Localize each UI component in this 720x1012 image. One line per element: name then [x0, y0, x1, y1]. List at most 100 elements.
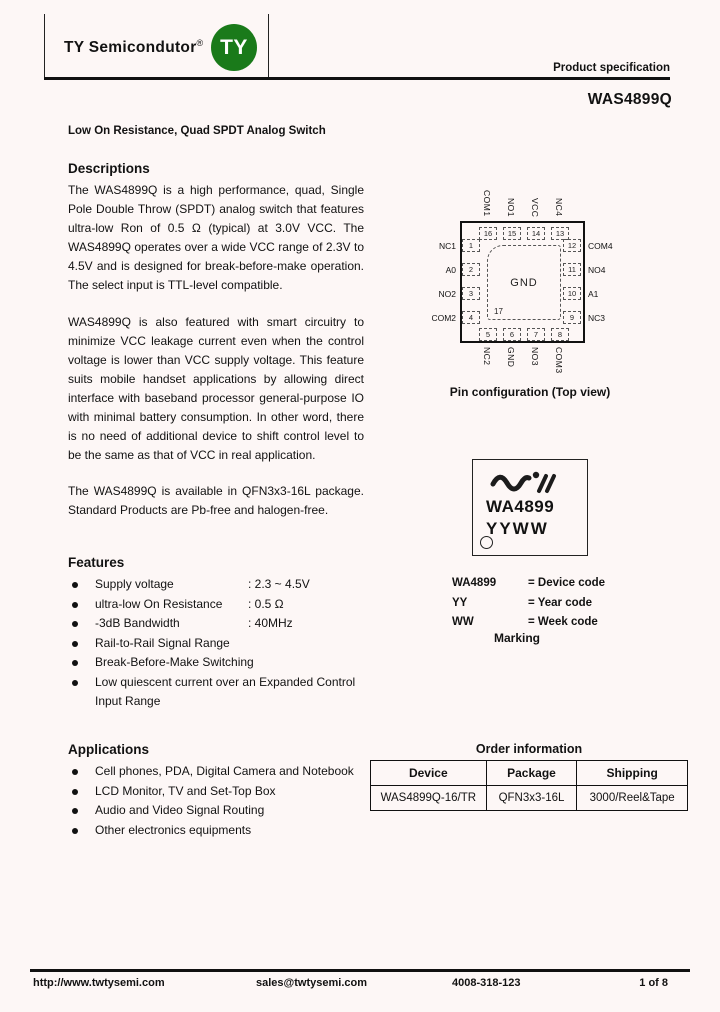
pin-box: 10 — [563, 287, 581, 300]
bullet-icon — [72, 621, 78, 627]
bullet-icon — [72, 808, 78, 814]
pin-box: 7 — [527, 328, 545, 341]
brand-logo: TY — [211, 24, 257, 71]
pin-box: 14 — [527, 227, 545, 240]
page-subtitle: Low On Resistance, Quad SPDT Analog Swit… — [68, 125, 326, 137]
pin-label: COM2 — [431, 313, 456, 323]
chip-body — [460, 221, 585, 343]
description-paragraph: WAS4899Q is also featured with smart cir… — [68, 315, 364, 462]
logo-left-divider — [44, 14, 45, 77]
pin-box: 2 — [462, 263, 480, 276]
table-header-row: Device Package Shipping — [370, 760, 688, 786]
pin-label: NO4 — [588, 265, 606, 275]
pin-label: NO1 — [506, 198, 516, 217]
bullet-icon — [72, 788, 78, 795]
marking-device-code: WA4899 — [486, 497, 555, 516]
pin-label: VCC — [530, 197, 540, 217]
pin-label: A1 — [588, 289, 599, 299]
descriptions-body: The WAS4899Q is a high performance, quad… — [68, 181, 364, 538]
pin-top-labels: COM1 NO1 VCC NC4 — [420, 183, 700, 219]
application-label: LCD Monitor, TV and Set-Top Box — [95, 783, 276, 798]
application-item: Other electronics equipments — [68, 821, 368, 841]
brand-logo-monogram: TY — [220, 35, 248, 59]
footer-page-number: 1 of 8 — [639, 977, 668, 989]
exposed-pad: GND 17 — [487, 245, 561, 320]
application-item: LCD Monitor, TV and Set-Top Box — [68, 782, 368, 802]
footer-website-link[interactable]: http://www.twtysemi.com — [33, 977, 165, 989]
feature-item: -3dB Bandwidth: 40MHz — [68, 614, 368, 634]
pin-label: COM3 — [554, 347, 564, 374]
column-header-shipping: Shipping — [576, 760, 688, 786]
pad-pin-number: 17 — [494, 307, 503, 316]
part-number: WAS4899Q — [587, 91, 672, 108]
pin-box: 11 — [563, 263, 581, 276]
feature-value: : 0.5 Ω — [248, 596, 284, 611]
pin-box: 9 — [563, 311, 581, 324]
pin-label: NC1 — [438, 241, 456, 251]
feature-item: Break-Before-Make Switching — [68, 653, 368, 673]
application-item: Cell phones, PDA, Digital Camera and Not… — [68, 762, 368, 782]
footer-phone: 4008-318-123 — [452, 977, 521, 989]
pin-label: NC3 — [588, 313, 606, 323]
pin-left-labels: NC1 A0 NO2 COM2 — [420, 183, 458, 343]
bullet-icon — [72, 769, 78, 775]
bullet-icon — [72, 827, 78, 834]
brand-text: TY Semicondutor — [64, 39, 197, 56]
pin-box: 6 — [503, 328, 521, 341]
footer-email-link[interactable]: sales@twtysemi.com — [256, 977, 367, 989]
application-label: Audio and Video Signal Routing — [95, 803, 265, 817]
pin-box: 1 — [462, 239, 480, 252]
table-row: WAS4899Q-16/TR QFN3x3-16L 3000/Reel&Tape — [370, 785, 688, 811]
bullet-icon — [72, 582, 78, 588]
feature-item: Supply voltage: 2.3 ~ 4.5V — [68, 575, 368, 595]
pin-box: 12 — [563, 239, 581, 252]
feature-item: Low quiescent current over an Expanded C… — [68, 673, 368, 712]
descriptions-heading: Descriptions — [68, 161, 150, 176]
legend-row: WW= Week code — [452, 613, 652, 633]
legend-meaning: = Year code — [528, 596, 593, 609]
pin-box: 8 — [551, 328, 569, 341]
marking-caption: Marking — [493, 631, 540, 645]
pin-right-labels: COM4 NO4 A1 NC3 — [588, 183, 638, 343]
pin-label: NO2 — [438, 289, 456, 299]
pin-diagram: COM1 NO1 VCC NC4 16 15 14 13 5 6 7 8 1 2… — [420, 183, 700, 405]
order-info-table: Device Package Shipping WAS4899Q-16/TR Q… — [370, 760, 688, 811]
pin-box: 15 — [503, 227, 521, 240]
bullet-icon — [72, 679, 78, 686]
pin-label: NC2 — [482, 347, 492, 366]
device-cell: WAS4899Q-16/TR — [370, 785, 487, 811]
application-item: Audio and Video Signal Routing — [68, 801, 368, 821]
application-label: Cell phones, PDA, Digital Camera and Not… — [95, 764, 354, 778]
pin1-indicator-icon — [480, 536, 493, 549]
pin-label: GND — [506, 347, 516, 368]
wave-logo-icon — [490, 471, 556, 493]
feature-label: Supply voltage — [95, 577, 174, 591]
pin-box: 3 — [462, 287, 480, 300]
column-header-device: Device — [370, 760, 487, 786]
legend-code: WA4899 — [452, 577, 497, 589]
legend-row: WA4899 = Device code — [452, 574, 652, 594]
description-paragraph: The WAS4899Q is available in QFN3x3-16L … — [68, 484, 364, 517]
features-list: Supply voltage: 2.3 ~ 4.5V ultra-low On … — [68, 575, 368, 712]
logo-right-divider — [268, 14, 269, 77]
feature-label: -3dB Bandwidth — [95, 616, 180, 630]
bullet-icon — [72, 601, 78, 608]
pin-bottom-labels: NC2 GND NO3 COM3 — [420, 347, 700, 387]
bullet-icon — [72, 660, 78, 666]
application-label: Other electronics equipments — [95, 822, 252, 837]
feature-label: Low quiescent current over an Expanded C… — [95, 674, 356, 709]
feature-label: Break-Before-Make Switching — [95, 655, 254, 669]
features-heading: Features — [68, 555, 125, 570]
pin-label: NC4 — [554, 198, 564, 217]
header-rule — [44, 77, 670, 80]
legend-meaning: = Device code — [528, 577, 606, 589]
legend-code: WW — [452, 616, 474, 628]
applications-list: Cell phones, PDA, Digital Camera and Not… — [68, 762, 368, 840]
marking-date-code: YYWW — [486, 519, 549, 538]
brand-name: TY Semicondutor® — [64, 38, 203, 57]
applications-heading: Applications — [68, 742, 150, 757]
pin-label: NO3 — [530, 347, 540, 366]
pad-label: GND — [510, 276, 538, 289]
feature-item: Rail-to-Rail Signal Range — [68, 634, 368, 654]
pin-box: 4 — [462, 311, 480, 324]
